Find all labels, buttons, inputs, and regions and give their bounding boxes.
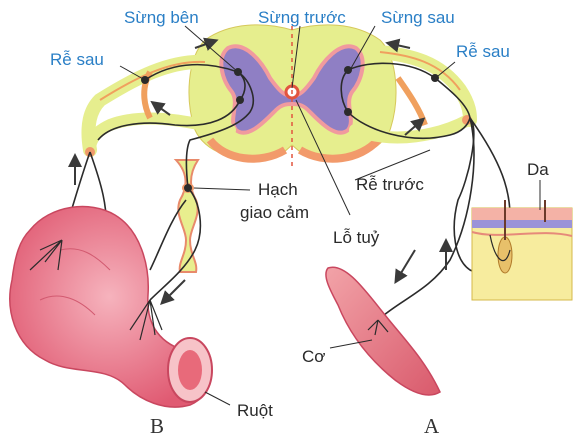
figure-letter-a: A bbox=[424, 414, 439, 439]
label-re-truoc: Rễ trước bbox=[356, 175, 424, 194]
label-re-sau-right: Rễ sau bbox=[456, 42, 510, 61]
label-lo-tuy: Lỗ tuỷ bbox=[333, 228, 379, 247]
label-co: Cơ bbox=[302, 347, 325, 366]
skin-block bbox=[472, 200, 572, 300]
label-sung-sau: Sừng sau bbox=[381, 8, 455, 27]
label-sung-ben: Sừng bên bbox=[124, 8, 199, 27]
label-hach-line1: Hạch bbox=[258, 180, 298, 199]
intestine bbox=[10, 207, 212, 407]
label-hach-line2: giao cảm bbox=[240, 203, 309, 222]
spinal-cord bbox=[189, 18, 396, 170]
label-sung-truoc: Sừng trước bbox=[258, 8, 346, 27]
label-ruot: Ruột bbox=[237, 401, 273, 420]
muscle bbox=[326, 267, 440, 395]
label-re-sau-left: Rễ sau bbox=[50, 50, 104, 69]
label-da: Da bbox=[527, 160, 549, 179]
figure-letter-b: B bbox=[150, 414, 164, 439]
